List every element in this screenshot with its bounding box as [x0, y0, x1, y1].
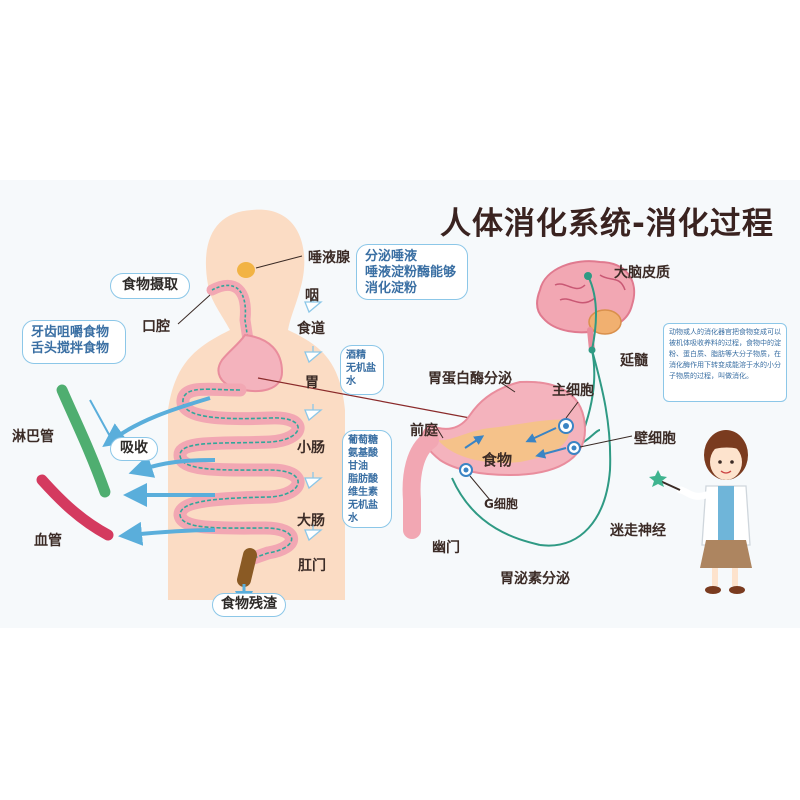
- process-arrows: [304, 297, 323, 542]
- label-small-intestine: 小肠: [297, 440, 325, 456]
- saliva-info-box: 分泌唾液 唾液淀粉酶能够 消化淀粉: [356, 244, 468, 300]
- label-g-cell: G细胞: [484, 497, 518, 511]
- food-intake-pill: 食物摄取: [110, 273, 190, 299]
- label-large-intestine: 大肠: [297, 513, 325, 529]
- stomach-absorb-box: 酒精 无机盐 水: [340, 345, 384, 395]
- label-mouth: 口腔: [142, 319, 170, 335]
- pylorus-duodenum: [402, 431, 439, 539]
- teeth-info-box: 牙齿咀嚼食物 舌头搅拌食物: [22, 320, 126, 364]
- absorption-arrows: [102, 396, 216, 546]
- saliva-line-2: 唾液淀粉酶能够: [365, 265, 457, 280]
- label-cerebral-cortex: 大脑皮质: [614, 265, 670, 281]
- label-salivary-gland: 唾液腺: [308, 250, 350, 266]
- label-pylorus: 幽门: [432, 540, 460, 556]
- food-residue-pill: 食物残渣: [212, 593, 286, 617]
- intestine-absorb-box: 葡萄糖 氨基酸 甘油 脂肪酸 维生素 无机盐 水: [342, 430, 392, 528]
- label-blood-vessel: 血管: [34, 533, 62, 549]
- rectum-shape: [237, 548, 257, 587]
- intestine-absorb-4: 脂肪酸: [348, 474, 378, 485]
- teacher-illustration: [649, 430, 752, 594]
- intestine-absorb-7: 水: [348, 513, 358, 524]
- stomach-absorb-1: 酒精: [346, 350, 366, 361]
- page-title: 人体消化系统-消化过程: [440, 206, 774, 242]
- salivary-gland-pointer: [255, 255, 303, 269]
- teeth-line-2: 舌头搅拌食物: [31, 341, 110, 356]
- label-gastrin-secretion: 胃泌素分泌: [500, 571, 570, 587]
- cerebellum-shape: [588, 309, 622, 335]
- label-esophagus: 食道: [297, 321, 325, 337]
- intestine-absorb-2: 氨基酸: [348, 448, 378, 459]
- label-lymph-vessel: 淋巴管: [12, 429, 54, 445]
- label-antrum: 前庭: [410, 423, 438, 439]
- absorption-pill: 吸收: [110, 437, 158, 461]
- salivary-gland-shape: [237, 262, 255, 278]
- intestine-absorb-3: 甘油: [348, 461, 368, 472]
- label-anus: 肛门: [298, 558, 326, 574]
- stomach-absorb-3: 水: [346, 376, 356, 387]
- intestine-absorb-6: 无机盐: [348, 500, 378, 511]
- lymph-vessel-tube: [56, 384, 111, 498]
- teeth-line-1: 牙齿咀嚼食物: [31, 325, 110, 340]
- definition-note: 动物或人的消化器官把食物变成可以被机体吸收养料的过程，食物中的淀粉、蛋白质、脂肪…: [663, 323, 787, 402]
- label-parietal-cell: 壁细胞: [634, 431, 676, 447]
- label-medulla: 延髓: [620, 353, 648, 369]
- label-vagus-nerve: 迷走神经: [610, 523, 666, 539]
- label-food: 食物: [482, 451, 513, 469]
- label-stomach: 胃: [305, 375, 319, 391]
- label-pharynx: 咽: [305, 288, 319, 304]
- blood-vessel-tube: [36, 474, 114, 541]
- saliva-line-3: 消化淀粉: [365, 281, 418, 296]
- label-pepsin-secretion: 胃蛋白酶分泌: [428, 371, 512, 387]
- intestine-absorb-1: 葡萄糖: [348, 435, 378, 446]
- stomach-absorb-2: 无机盐: [346, 363, 376, 374]
- intestine-absorb-5: 维生素: [348, 487, 378, 498]
- saliva-line-1: 分泌唾液: [365, 249, 418, 264]
- label-chief-cell: 主细胞: [552, 383, 594, 399]
